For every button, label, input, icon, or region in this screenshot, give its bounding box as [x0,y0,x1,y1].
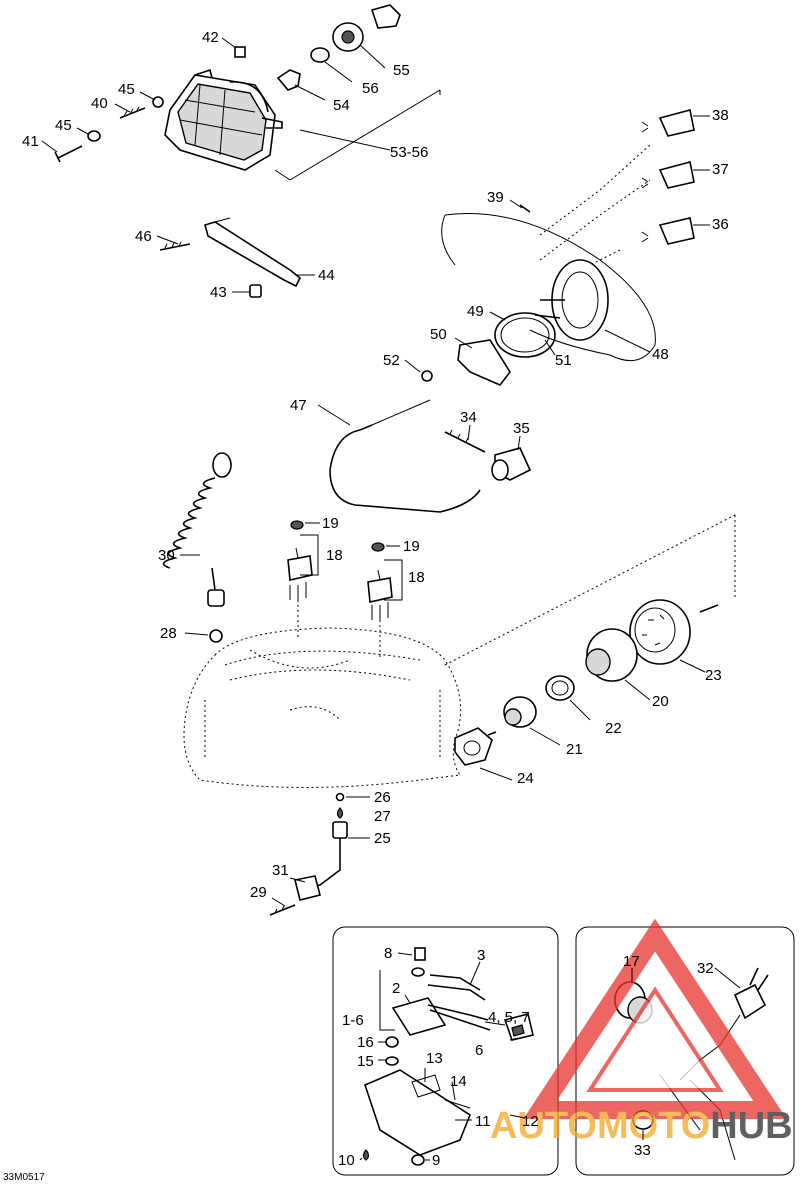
label-16: 16 [357,1034,374,1051]
switches [287,520,393,660]
label-44: 44 [318,267,335,284]
label-51: 51 [555,352,572,369]
fuel-sender [269,792,348,916]
label-4-5-7: 4, 5, 7 [488,1009,530,1026]
label-6: 6 [475,1042,483,1059]
label-32: 32 [697,960,714,977]
label-27: 27 [374,808,391,825]
watermark-logo: AUTOMOTOHUB [490,918,793,1147]
coil-cord [162,452,232,643]
label-21: 21 [566,741,583,758]
label-24: 24 [517,770,534,787]
label-2: 2 [392,980,400,997]
label-37: 37 [712,161,729,178]
label-56: 56 [362,80,379,97]
label-53-56: 53-56 [390,144,428,161]
label-43: 43 [210,284,227,301]
label-19-right: 19 [403,538,420,555]
label-8: 8 [384,945,392,962]
part-labels: 42 55 45 56 40 54 45 41 53-56 38 37 39 3… [22,29,729,1169]
watermark-text: AUTOMOTOHUB [490,1105,793,1147]
label-18-left: 18 [326,547,343,564]
label-31: 31 [272,862,289,879]
label-34: 34 [460,409,477,426]
console-hull [183,514,736,788]
label-10: 10 [338,1152,355,1169]
label-38: 38 [712,107,729,124]
label-28: 28 [160,625,177,642]
leader-lines [41,37,741,1161]
label-30: 30 [158,547,175,564]
label-29: 29 [250,884,267,901]
label-41: 41 [22,133,39,150]
gauge-housing [421,109,695,386]
label-26: 26 [374,789,391,806]
label-49: 49 [467,303,484,320]
label-11: 11 [475,1113,491,1130]
label-52: 52 [383,352,400,369]
label-48: 48 [652,346,669,363]
label-50: 50 [430,326,447,343]
label-23: 23 [705,667,722,684]
gauge-parts [454,599,719,766]
bracket-assembly [159,217,302,298]
label-25: 25 [374,830,391,847]
label-20: 20 [652,693,669,710]
label-18-right: 18 [408,569,425,586]
label-39: 39 [487,189,504,206]
label-3: 3 [477,947,485,964]
label-46: 46 [135,228,152,245]
label-35: 35 [513,420,530,437]
label-17: 17 [623,953,640,970]
label-40: 40 [91,95,108,112]
label-42: 42 [202,29,219,46]
label-33: 33 [634,1142,651,1159]
cable-and-sensor [329,399,532,513]
label-55: 55 [393,62,410,79]
label-45-lower: 45 [55,117,72,134]
label-1-6: 1-6 [342,1012,364,1029]
label-12: 12 [522,1113,539,1130]
label-9: 9 [432,1152,440,1169]
diagram-code: 33M0517 [3,1172,45,1183]
label-22: 22 [605,720,622,737]
inset-regulator [332,926,559,1176]
label-15: 15 [357,1053,374,1070]
headlamp-assembly [54,4,441,181]
label-13: 13 [426,1050,443,1067]
label-54: 54 [333,97,350,114]
label-45-upper: 45 [118,81,135,98]
label-19-left: 19 [322,515,339,532]
label-36: 36 [712,216,729,233]
label-47: 47 [290,397,307,414]
label-14: 14 [450,1073,467,1090]
